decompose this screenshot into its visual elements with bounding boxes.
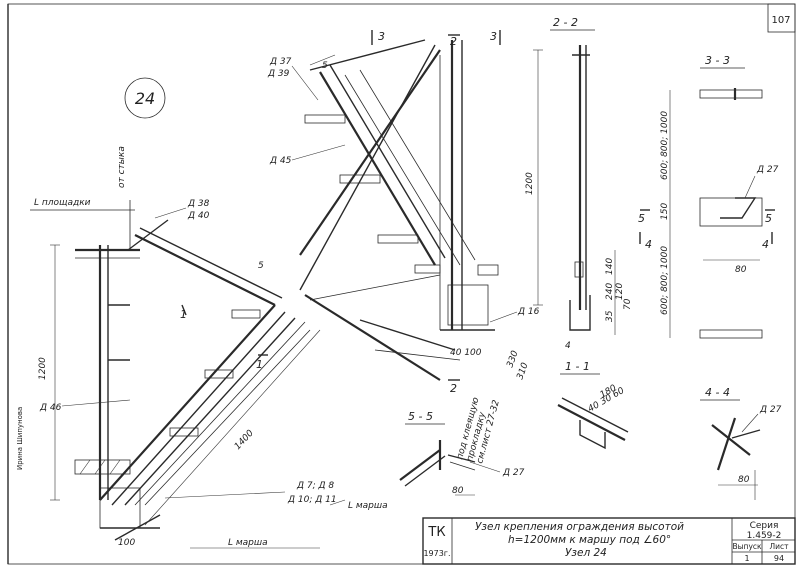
cut-1-left-b: 1 [180, 308, 187, 321]
dim-35: 35 [605, 310, 615, 322]
title-line-3: Узел 24 [565, 547, 607, 559]
label-d40: Д 40 [187, 211, 210, 221]
section-1-1-title: 1 - 1 [565, 360, 590, 373]
dim-310: 310 [515, 361, 530, 381]
label-d27-c: Д 27 [759, 405, 782, 415]
label-d27-a: Д 27 [502, 468, 525, 478]
vypusk-value: 1 [744, 554, 749, 563]
cut-1-left: 1 [256, 358, 263, 371]
section-2-2-title: 2 - 2 [553, 16, 578, 29]
title-line-1: Узел крепления ограждения высотой [475, 521, 684, 533]
dim-1200-section: 1200 [525, 172, 535, 195]
dim-600b: 600; 800; 1000 [660, 246, 670, 315]
dim-100: 100 [118, 538, 135, 548]
center-assembly-view: 5 Д 37 Д 39 Д 45 5 40 100 330 310 Д 16 п… [258, 30, 540, 465]
cut-5b: 5 [765, 212, 772, 225]
label-d16: Д 16 [517, 307, 540, 317]
dim-80c: 80 [738, 475, 750, 485]
series-value: 1.459-2 [747, 531, 782, 541]
dim-330: 330 [505, 349, 520, 369]
dim-140: 140 [605, 258, 615, 275]
title-line-2: h=1200мм к маршу под ∠60° [508, 534, 671, 546]
label-d45: Д 45 [269, 156, 292, 166]
year: 1973г. [423, 549, 450, 558]
node-number: 24 [135, 89, 155, 108]
label-d10d11: Д 10; Д 11 [287, 495, 337, 505]
dim-1400: 1400 [233, 428, 256, 452]
dim-120: 120 [615, 283, 625, 300]
label-d37: Д 37 [269, 57, 292, 67]
label-d7d8: Д 7; Д 8 [296, 481, 334, 491]
section-5-5-title: 5 - 5 [408, 410, 433, 423]
sheet-number-box [767, 3, 796, 33]
dim-600a: 600; 800; 1000 [660, 111, 670, 180]
section-4-4-title: 4 - 4 [705, 386, 730, 399]
label-l-marsha-b: L марша [228, 538, 268, 548]
dim-240: 240 [605, 283, 615, 300]
tk-mark: ТК [427, 525, 445, 540]
vypusk-label: Выпуск [732, 542, 762, 551]
section-1-1: 1 - 1 180 40 30 60 [557, 360, 629, 450]
section-3-3-title: 3 - 3 [705, 54, 730, 67]
section-3-3: 3 - 3 600; 800; 1000 150 600; 800; 1000 … [638, 54, 779, 339]
margin-note: Ирина Шипунова [16, 407, 24, 470]
cut-3b: 3 [490, 30, 497, 43]
list-label: Лист [769, 542, 789, 551]
cut-2b: 2 [450, 382, 457, 395]
section-5-5: 5 - 5 80 Д 27 [399, 410, 525, 496]
dim-80a: 80 [452, 486, 464, 496]
node-circle [124, 77, 166, 119]
label-d27-b: Д 27 [756, 165, 779, 175]
label-l-marsha-a: L марша [348, 501, 388, 511]
dim-1200-left: 1200 [38, 357, 48, 380]
dim-5a: 5 [322, 61, 328, 71]
cut-2a: 2 [450, 35, 457, 48]
title-block: ТК 1973г. Узел крепления ограждения высо… [422, 517, 796, 565]
dim-150: 150 [660, 203, 670, 220]
label-d46: Д 46 [39, 403, 62, 413]
from-joint-label: от стыка [117, 146, 127, 188]
left-railing-view: L площадки от стыка [30, 146, 388, 549]
platform-label: L площадки [34, 198, 91, 208]
dim-80b: 80 [735, 265, 747, 275]
dim-5b: 5 [258, 261, 264, 271]
cut-3a: 3 [378, 30, 385, 43]
sheet-number: 107 [771, 15, 790, 26]
dim-4: 4 [565, 341, 571, 351]
label-d39: Д 39 [267, 69, 290, 79]
section-4-4: 4 - 4 Д 27 80 [700, 386, 782, 500]
dim-70: 70 [623, 298, 633, 310]
label-d38: Д 38 [187, 199, 210, 209]
cut-4b: 4 [762, 238, 769, 251]
dim-40-100: 40 100 [450, 348, 482, 358]
section-2-2: 2 - 2 1200 140 240 35 120 70 4 [525, 16, 633, 351]
series-label: Серия [750, 521, 779, 531]
list-value: 94 [774, 554, 784, 563]
cut-5a: 5 [638, 212, 645, 225]
cut-4a: 4 [645, 238, 652, 251]
